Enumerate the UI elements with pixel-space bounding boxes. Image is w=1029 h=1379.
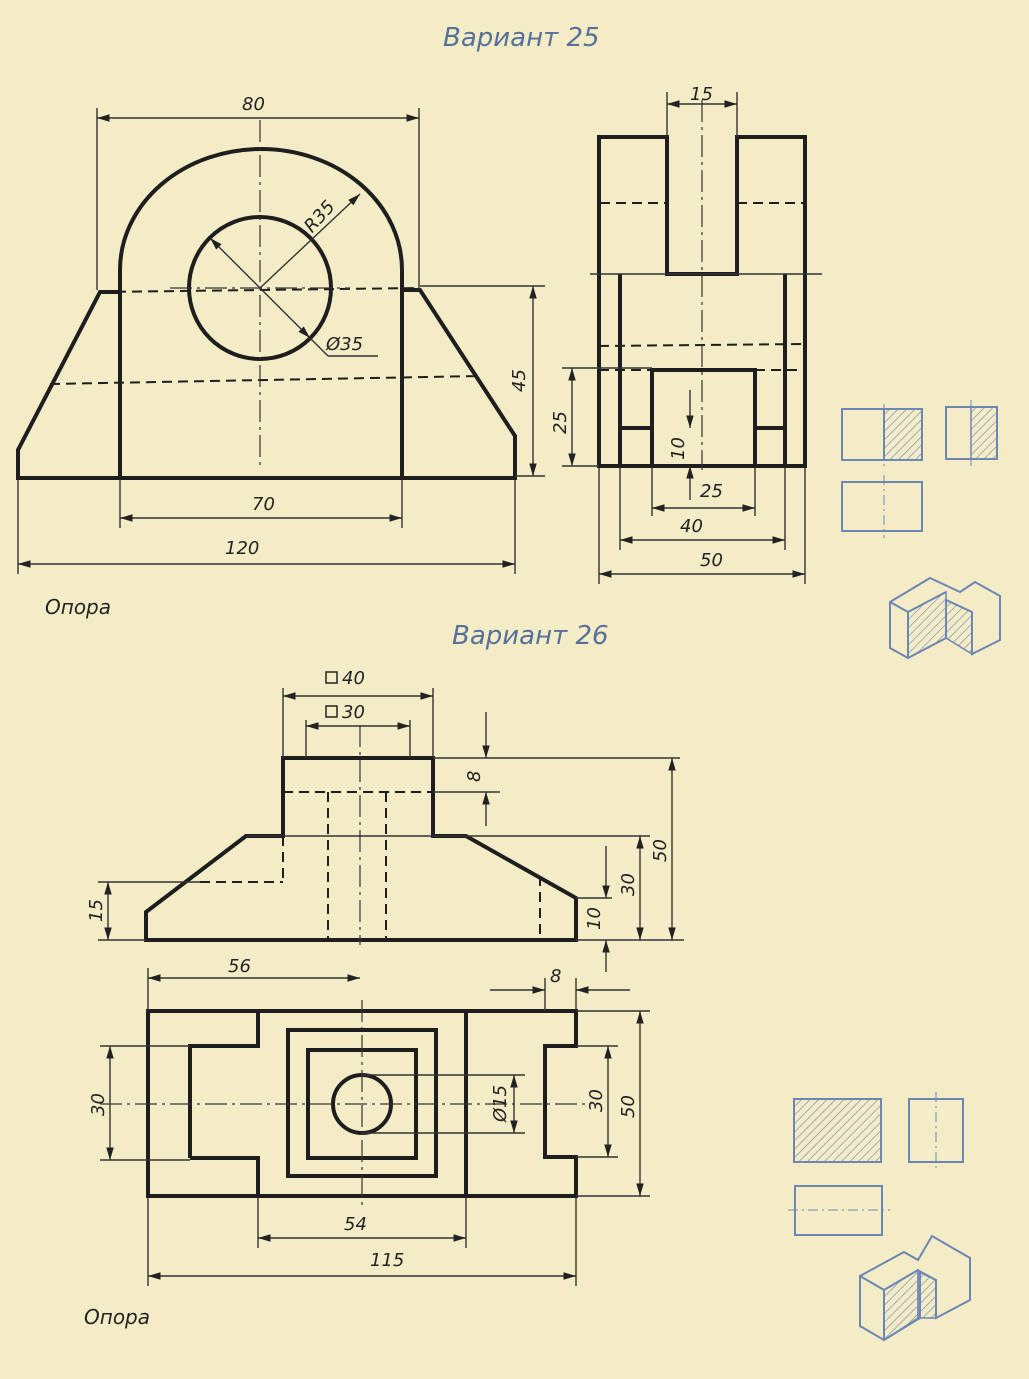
v26-dim-115: 115 (370, 1250, 404, 1271)
v26-dim-15: 15 (86, 899, 107, 922)
v26-dim-8: 8 (464, 771, 485, 782)
v25-dim-120: 120 (225, 538, 259, 559)
v25-dim-50: 50 (700, 550, 723, 571)
variant-26-title: Вариант 26 (452, 621, 609, 651)
v25-front-view: R35 Ø35 80 45 70 120 (16, 94, 545, 574)
v25-dim-25-width: 25 (700, 481, 723, 502)
v25-iso-hint (889, 576, 1001, 660)
v26-caption: Опора (84, 1305, 150, 1329)
variant-25-title: Вариант 25 (443, 23, 600, 53)
v26-dim-50: 50 (650, 839, 671, 862)
v26-diameter: Ø15 (490, 1085, 511, 1123)
v26-iso-hint (859, 1234, 971, 1342)
v25-dim-80: 80 (242, 94, 265, 115)
v25-dim-25-height: 25 (550, 411, 571, 434)
v26-dim-54: 54 (344, 1214, 367, 1235)
v25-caption: Опора (45, 595, 111, 619)
v25-section-hint (841, 400, 998, 538)
v26-dim-30: 30 (618, 873, 639, 896)
v25-dim-15: 15 (690, 84, 713, 105)
v26-dim-square-30: 30 (342, 702, 365, 723)
v26-dim-30-left: 30 (88, 1093, 109, 1116)
v25-diameter-label: Ø35 (325, 334, 363, 355)
v25-dim-10: 10 (668, 437, 689, 460)
v26-top-view: 56 8 Ø15 30 50 30 54 115 (88, 956, 650, 1286)
v25-radius-label: R35 (300, 197, 339, 237)
v26-dim-56: 56 (228, 956, 251, 977)
v25-dim-45: 45 (509, 369, 530, 392)
v26-section-hint (788, 1092, 964, 1236)
v26-dim-30-plan: 30 (586, 1089, 607, 1112)
v26-dim-50-plan: 50 (618, 1095, 639, 1118)
v26-dim-10: 10 (584, 907, 605, 930)
v26-dim-8-plan: 8 (550, 966, 561, 987)
v26-dim-square-40: 40 (342, 668, 365, 689)
v25-dim-40: 40 (680, 516, 703, 537)
v25-dim-70: 70 (252, 494, 275, 515)
v26-front-view: 40 30 8 50 30 10 15 (86, 668, 684, 972)
v25-side-view: 15 25 10 25 40 50 (550, 84, 822, 584)
